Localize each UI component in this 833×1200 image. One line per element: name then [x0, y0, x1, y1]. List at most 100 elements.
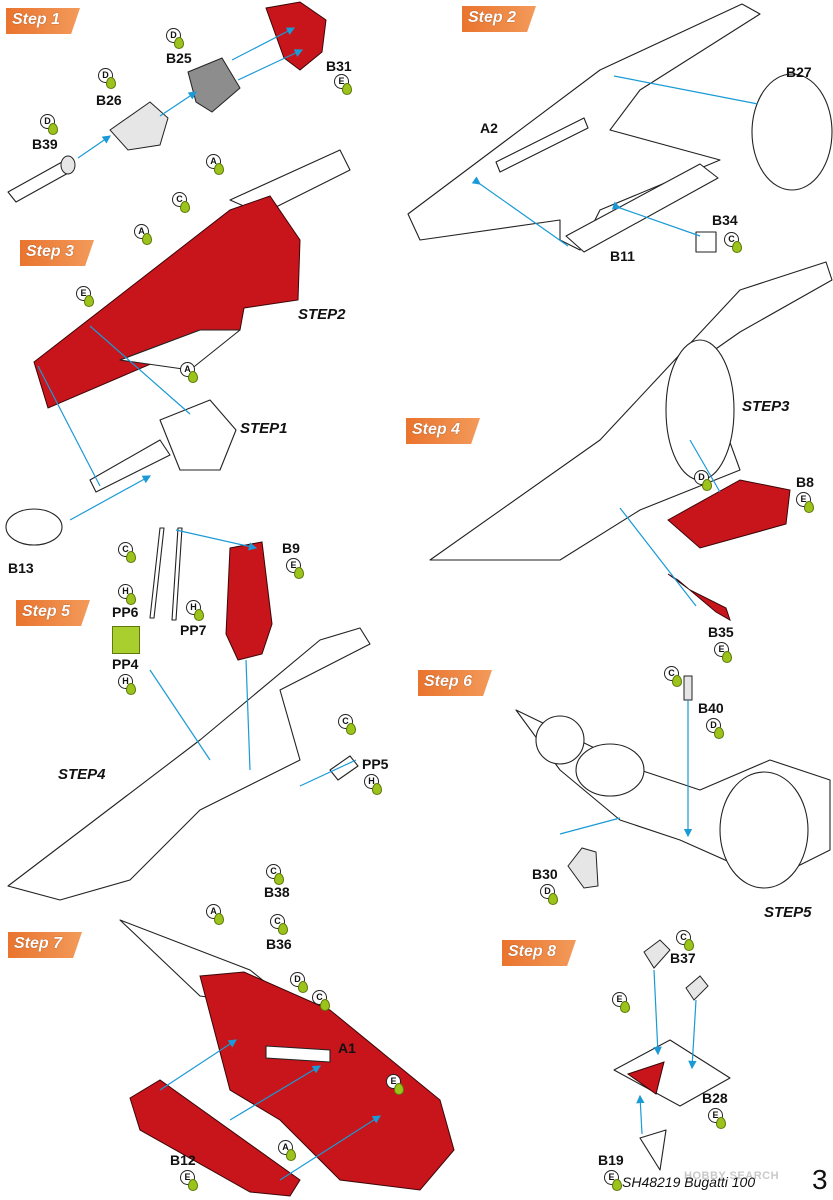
paint-drop-icon: [548, 893, 558, 905]
part-b8-label: B8: [796, 474, 814, 490]
ref-step1: STEP1: [240, 420, 288, 437]
part-b19-label: B19: [598, 1152, 624, 1168]
paint-drop-icon: [346, 723, 356, 735]
paint-code-s7-d: D: [290, 972, 308, 993]
paint-drop-icon: [278, 923, 288, 935]
part-b39-label: B39: [32, 136, 58, 152]
step-5-label: Step 5: [22, 603, 71, 620]
paint-drop-icon: [722, 651, 732, 663]
paint-code-b38: C: [266, 864, 284, 885]
step-2-tab: Step 2: [462, 6, 536, 32]
paint-drop-icon: [612, 1179, 622, 1191]
part-a2-label: A2: [480, 120, 498, 136]
paint-code-b34: C: [724, 232, 742, 253]
paint-code-s3-e: E: [76, 286, 94, 307]
step-4-label: Step 4: [412, 421, 461, 438]
part-b30-label: B30: [532, 866, 558, 882]
step-7-tab: Step 7: [8, 932, 82, 958]
paint-drop-icon: [620, 1001, 630, 1013]
part-a1-label: A1: [338, 1040, 356, 1056]
paint-code-pp4-h: H: [118, 674, 136, 695]
part-b36-label: B36: [266, 936, 292, 952]
paint-code-pp6-h: H: [118, 584, 136, 605]
part-b31-label: B31: [326, 58, 352, 74]
paint-code-b8: E: [796, 492, 814, 513]
paint-code-a1-e: E: [386, 1074, 404, 1095]
paint-drop-icon: [298, 981, 308, 993]
step-3-label: Step 3: [26, 243, 75, 260]
paint-drop-icon: [126, 593, 136, 605]
part-b25-label: B25: [166, 50, 192, 66]
ref-step4: STEP4: [58, 766, 106, 783]
paint-code-b35: E: [714, 642, 732, 663]
step-5-tab: Step 5: [16, 600, 90, 626]
step-8-label: Step 8: [508, 943, 557, 960]
paint-code-b30: D: [540, 884, 558, 905]
paint-drop-icon: [188, 1179, 198, 1191]
paint-code-s3-a-top: A: [206, 154, 224, 175]
paint-code-b31: E: [334, 74, 352, 95]
part-b38-label: B38: [264, 884, 290, 900]
paint-code-b40-c: C: [664, 666, 682, 687]
ref-step2: STEP2: [298, 306, 346, 323]
part-b11-label: B11: [610, 248, 635, 264]
step-1-label: Step 1: [12, 11, 61, 28]
paint-drop-icon: [286, 1149, 296, 1161]
paint-drop-icon: [714, 727, 724, 739]
paint-drop-icon: [702, 479, 712, 491]
part-pp4-label: PP4: [112, 656, 139, 672]
paint-drop-icon: [194, 609, 204, 621]
step-4-tab: Step 4: [406, 418, 480, 444]
paint-code-b36-a: A: [206, 904, 224, 925]
fold-part-icon: [112, 626, 140, 654]
step-1-tab: Step 1: [6, 8, 80, 34]
paint-code-pp5-c: C: [338, 714, 356, 735]
paint-drop-icon: [142, 233, 152, 245]
paint-drop-icon: [84, 295, 94, 307]
step-6-tab: Step 6: [418, 670, 492, 696]
part-b40-label: B40: [698, 700, 724, 716]
paint-code-pp5-h: H: [364, 774, 382, 795]
paint-code-pp7-h: H: [186, 600, 204, 621]
paint-code-s7-c: C: [312, 990, 330, 1011]
paint-drop-icon: [684, 939, 694, 951]
paint-drop-icon: [394, 1083, 404, 1095]
paint-drop-icon: [320, 999, 330, 1011]
paint-code-b12-e: E: [180, 1170, 198, 1191]
paint-code-b26: D: [98, 68, 116, 89]
paint-code-b40-d: D: [706, 718, 724, 739]
paint-drop-icon: [716, 1117, 726, 1129]
part-b27-label: B27: [786, 64, 812, 80]
paint-code-b25: D: [166, 28, 184, 49]
paint-drop-icon: [126, 683, 136, 695]
paint-code-b36-c: C: [270, 914, 288, 935]
paint-code-b19: E: [604, 1170, 622, 1191]
paint-drop-icon: [804, 501, 814, 513]
part-b37-label: B37: [670, 950, 696, 966]
part-b26-label: B26: [96, 92, 122, 108]
step2-drawing: [407, 3, 833, 253]
paint-code-s3-a: A: [134, 224, 152, 245]
paint-drop-icon: [214, 913, 224, 925]
paint-code-s3-c: C: [172, 192, 190, 213]
part-b12-label: B12: [170, 1152, 196, 1168]
paint-code-b9: E: [286, 558, 304, 579]
paint-drop-icon: [48, 123, 58, 135]
paint-drop-icon: [342, 83, 352, 95]
part-pp7-label: PP7: [180, 622, 207, 638]
ref-step3: STEP3: [742, 398, 790, 415]
part-pp6-label: PP6: [112, 604, 139, 620]
paint-code-b28: E: [708, 1108, 726, 1129]
paint-code-b12-a: A: [278, 1140, 296, 1161]
step-3-tab: Step 3: [20, 240, 94, 266]
step-6-label: Step 6: [424, 673, 473, 690]
watermark: HOBBY SEARCH: [684, 1170, 780, 1182]
step8-drawing: [613, 939, 731, 1171]
paint-drop-icon: [188, 371, 198, 383]
part-b35-label: B35: [708, 624, 734, 640]
step6-drawing: [515, 675, 831, 889]
footer-kit-code: SH48219 Bugatti 100: [622, 1174, 756, 1190]
step4-drawing: [429, 261, 833, 622]
part-pp5-label: PP5: [362, 756, 389, 772]
